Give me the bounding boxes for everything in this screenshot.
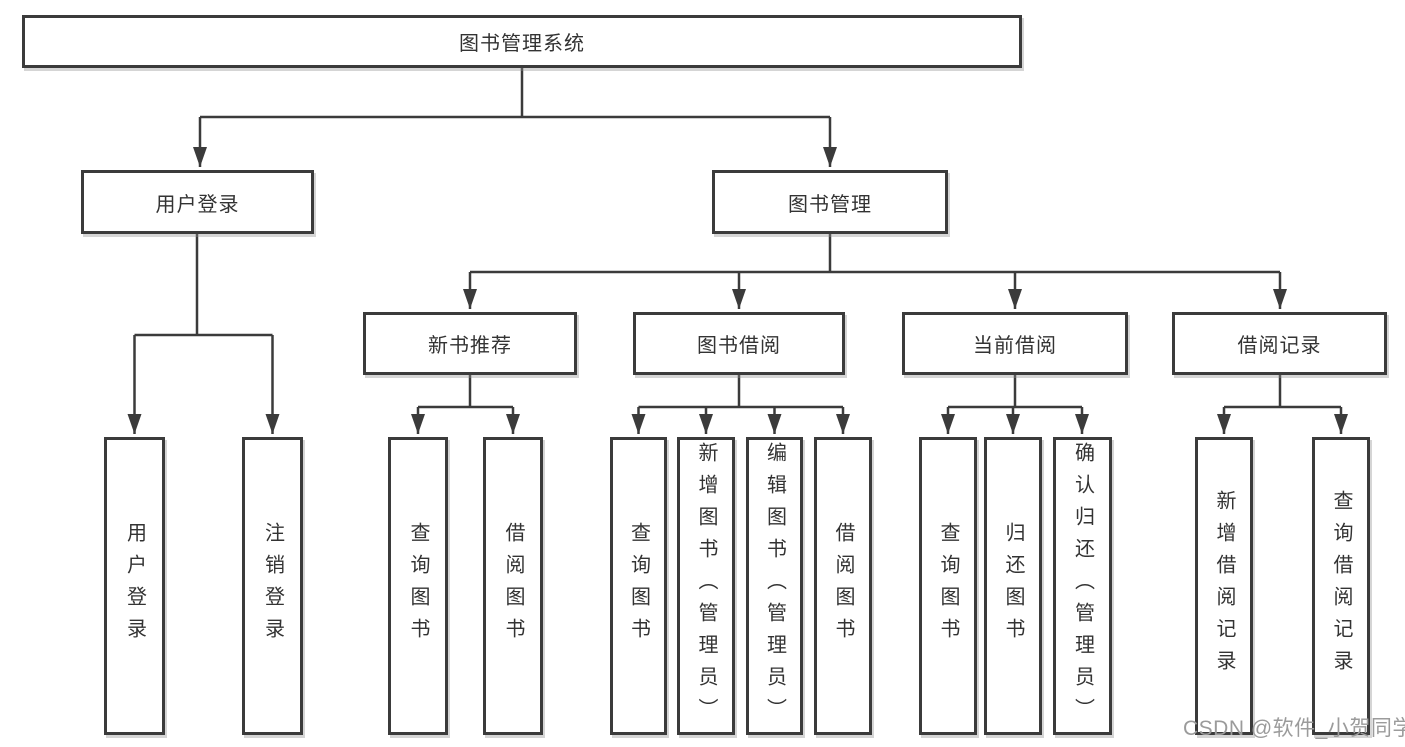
leaf-label: 查询图书 [627,522,650,650]
leaf-confirm-return-admin: 确认归还（管理员） [1053,437,1112,735]
leaf-label: 归还图书 [1002,522,1024,650]
node-label: 当前借阅 [973,335,1057,357]
node-label: 图书管理 [788,193,872,216]
node-label: 用户登录 [155,193,240,216]
node-label: 图书管理系统 [459,33,585,55]
leaf-borrow-books: 借阅图书 [814,437,872,735]
leaf-recommend-query-books: 查询图书 [388,437,448,735]
leaf-query-borrow-record: 查询借阅记录 [1312,437,1370,735]
csdn-watermark: CSDN @软件_小贺同学 [1183,717,1405,740]
leaf-recommend-borrow-books: 借阅图书 [483,437,543,735]
leaf-label: 查询图书 [937,522,959,650]
leaf-label: 借阅图书 [832,522,854,650]
leaf-label: 确认归还（管理员） [1071,442,1094,730]
leaf-borrow-query-books: 查询图书 [610,437,667,735]
leaf-logout: 注销登录 [242,437,303,735]
node-borrow-records: 借阅记录 [1172,312,1387,375]
node-user-login: 用户登录 [81,170,314,234]
node-book-borrow: 图书借阅 [633,312,845,375]
node-label: 新书推荐 [428,335,512,357]
leaf-label: 注销登录 [261,522,284,650]
node-current-borrow: 当前借阅 [902,312,1128,375]
node-root-library-system: 图书管理系统 [22,15,1022,68]
leaf-return-books: 归还图书 [984,437,1042,735]
leaf-label: 新增图书（管理员） [695,442,717,730]
leaf-label: 新增借阅记录 [1213,490,1235,682]
node-book-management: 图书管理 [712,170,948,234]
leaf-label: 查询图书 [407,522,429,650]
leaf-current-query-books: 查询图书 [919,437,977,735]
leaf-add-borrow-record: 新增借阅记录 [1195,437,1253,735]
leaf-label: 查询借阅记录 [1330,490,1352,682]
node-label: 图书借阅 [697,335,781,357]
leaf-label: 编辑图书（管理员） [763,442,786,730]
leaf-edit-books-admin: 编辑图书（管理员） [746,437,803,735]
leaf-label: 用户登录 [123,522,146,650]
node-new-book-recommend: 新书推荐 [363,312,577,375]
leaf-add-books-admin: 新增图书（管理员） [677,437,735,735]
leaf-label: 借阅图书 [502,522,524,650]
leaf-user-login: 用户登录 [104,437,165,735]
node-label: 借阅记录 [1237,335,1322,357]
